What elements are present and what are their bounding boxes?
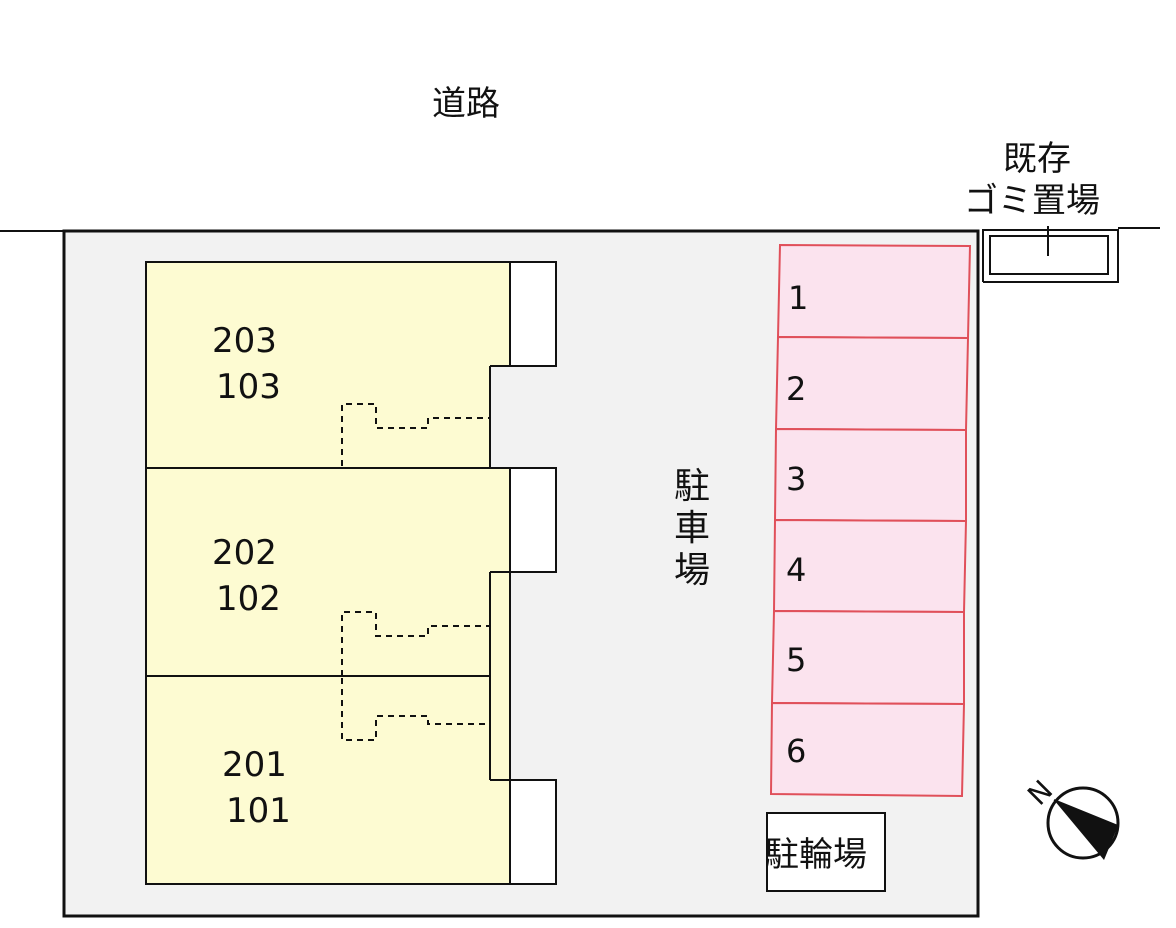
stair-box-mid	[509, 467, 557, 573]
garbage-label-line2: ゴミ置場	[964, 181, 1100, 221]
parking-slot-number-2: 2	[786, 370, 806, 408]
parking-slot-number-6: 6	[786, 732, 806, 770]
bicycle-parking	[766, 812, 886, 892]
unit-label-202: 202	[212, 533, 277, 573]
unit-label-103: 103	[216, 367, 281, 407]
bicycle-parking-label: 駐輪場	[765, 835, 867, 875]
parking-slot-6	[769, 701, 966, 798]
parking-slot-number-4: 4	[786, 551, 806, 589]
building-main	[145, 261, 491, 885]
garbage-label-line1: 既存	[1003, 139, 1071, 179]
unit-label-203: 203	[212, 321, 277, 361]
parking-slot-number-3: 3	[786, 460, 806, 498]
parking-label-3: 場	[674, 550, 710, 591]
entrance-path-3	[341, 678, 490, 741]
unit-label-102: 102	[216, 579, 281, 619]
building-bottom-notch-fill	[488, 780, 512, 884]
parking-slots	[769, 243, 972, 798]
entrance-path-1	[341, 403, 490, 466]
parking-slot-number-5: 5	[786, 641, 806, 679]
building-mid-notch-fill	[488, 468, 512, 572]
stair-box-top	[509, 261, 557, 367]
stair-box-bottom	[509, 779, 557, 885]
parking-slot-number-1: 1	[788, 279, 808, 317]
parking-label-1: 駐	[674, 466, 710, 507]
parking-label-2: 車	[674, 508, 710, 549]
unit-label-201: 201	[222, 745, 287, 785]
unit-label-101: 101	[226, 791, 291, 831]
entrance-path-2	[341, 611, 490, 676]
building-top-notch-fill	[488, 262, 512, 366]
compass-icon: N	[1021, 774, 1120, 860]
road-label: 道路	[432, 84, 500, 124]
